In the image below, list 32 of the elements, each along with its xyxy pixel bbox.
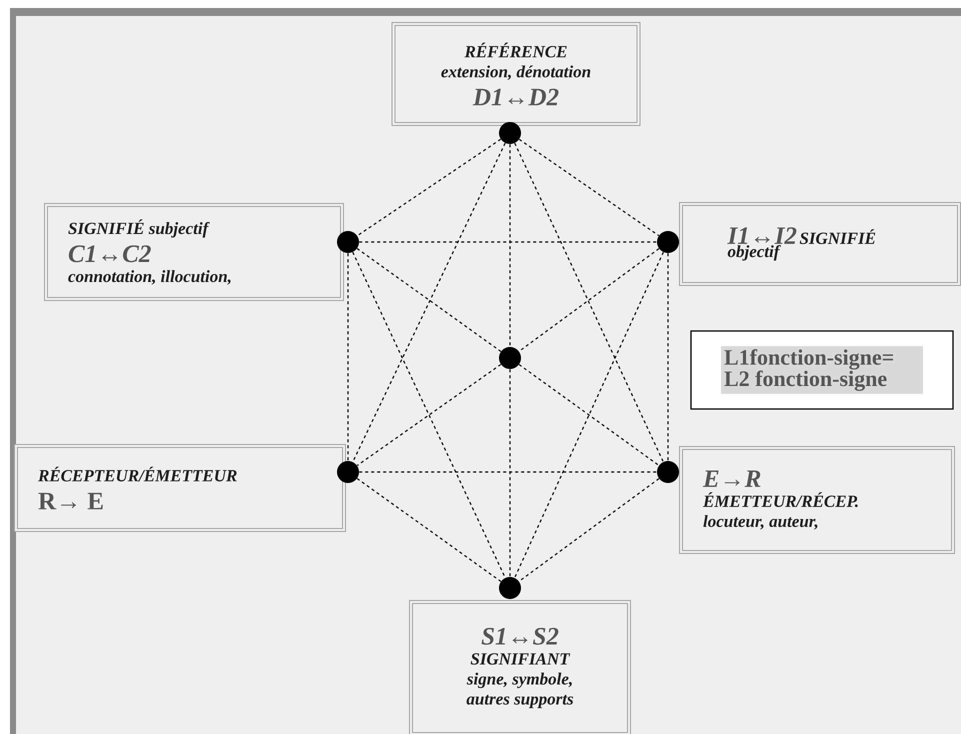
connector-line bbox=[356, 478, 502, 582]
connector-line bbox=[667, 253, 669, 461]
connector-line bbox=[359, 241, 657, 243]
formula-box: L1fonction-signe= L2 fonction-signe bbox=[690, 330, 954, 410]
connector-line bbox=[359, 471, 657, 473]
connector-line bbox=[352, 252, 506, 578]
connector-line bbox=[347, 253, 349, 461]
connector-line bbox=[514, 252, 664, 578]
concept-box: I1↔I2SIGNIFIÉ objectif bbox=[679, 202, 961, 286]
dot bbox=[499, 577, 521, 599]
concept-box: E→R ÉMETTEUR/RÉCEP. locuteur, auteur, bbox=[679, 446, 955, 554]
dot bbox=[337, 461, 359, 483]
connector-line bbox=[352, 142, 506, 462]
dot bbox=[657, 231, 679, 253]
connector-line bbox=[356, 248, 502, 352]
dot bbox=[337, 231, 359, 253]
connector-line bbox=[518, 138, 660, 236]
concept-box: RÉFÉRENCE extension, dénotation D1↔D2 bbox=[392, 22, 640, 126]
connector-line bbox=[509, 144, 511, 347]
connector-line bbox=[518, 364, 660, 466]
concept-box: SIGNIFIÉ subjectif C1↔C2 connotation, illocution, bbox=[44, 203, 344, 301]
connector-line bbox=[518, 478, 660, 582]
dot bbox=[499, 347, 521, 369]
connector-line bbox=[509, 369, 511, 577]
concept-box: RÉCEPTEUR/ÉMETTEUR R→ E bbox=[14, 444, 346, 532]
connector-line bbox=[356, 138, 502, 236]
dot bbox=[499, 122, 521, 144]
connector-line bbox=[356, 364, 502, 466]
concept-box: S1↔S2 SIGNIFIANT signe, symbole, autres supports bbox=[409, 600, 631, 734]
dot bbox=[657, 461, 679, 483]
connector-line bbox=[518, 248, 660, 352]
connector-line bbox=[514, 142, 664, 462]
